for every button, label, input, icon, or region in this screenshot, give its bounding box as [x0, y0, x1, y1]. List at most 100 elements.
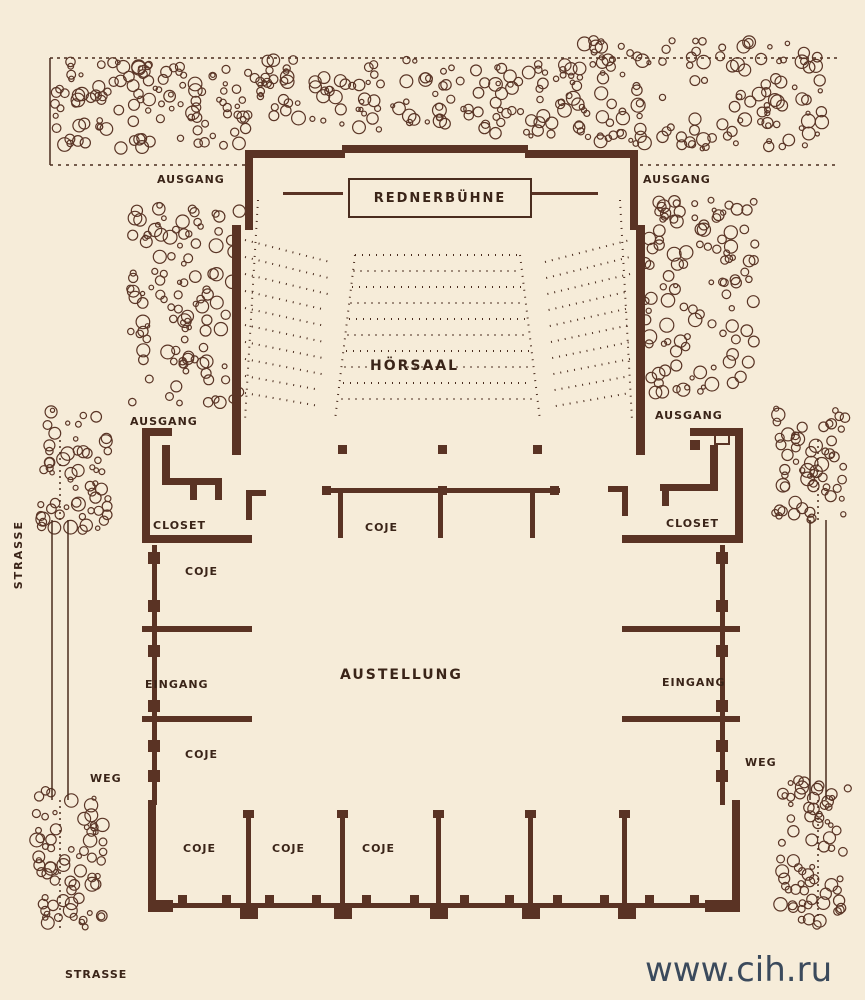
- tree-leaf: [179, 278, 189, 288]
- tree-leaf: [691, 200, 699, 208]
- tree-leaf: [744, 95, 757, 108]
- seat-row-left: [244, 239, 331, 263]
- tree-leaf: [701, 143, 710, 152]
- tree-leaf: [797, 904, 806, 914]
- tree-leaf: [231, 84, 242, 94]
- pier: [334, 905, 352, 919]
- pier: [716, 645, 728, 657]
- tree-leaf: [730, 202, 744, 216]
- tree-leaf: [814, 114, 830, 130]
- tree-leaf: [645, 307, 652, 314]
- tree-leaf: [717, 277, 727, 287]
- tree-leaf: [694, 309, 705, 320]
- tree-leaf: [431, 102, 447, 118]
- tree-leaf: [47, 899, 59, 912]
- tree-leaf: [688, 112, 702, 126]
- tree-leaf: [790, 442, 801, 453]
- tree-leaf: [114, 141, 128, 155]
- piers-and-partitions: [142, 445, 740, 919]
- tree-leaf: [103, 87, 112, 96]
- tree-leaf: [49, 407, 56, 413]
- tree-leaf: [608, 55, 617, 64]
- tree-leaf: [36, 521, 47, 532]
- tree-leaf: [828, 794, 836, 802]
- tree-leaf: [557, 58, 572, 72]
- tree-leaf: [524, 114, 538, 127]
- tree-leaf: [46, 503, 57, 515]
- pier: [553, 895, 562, 904]
- tree-leaf: [696, 240, 704, 249]
- tree-leaf: [133, 213, 147, 227]
- tree-leaf: [654, 235, 665, 245]
- tree-leaf: [576, 127, 585, 136]
- tree-leaf: [176, 279, 183, 285]
- pier: [716, 552, 728, 564]
- tree-leaf: [652, 195, 666, 209]
- tree-leaf: [791, 431, 800, 441]
- aisle-right: [519, 254, 541, 421]
- tree-leaf: [29, 832, 45, 848]
- tree-leaf: [815, 105, 828, 118]
- tree-leaf: [279, 104, 292, 117]
- tree-leaf: [188, 83, 203, 98]
- tree-leaf: [595, 110, 610, 124]
- tree-leaf: [688, 304, 698, 315]
- tree-leaf: [507, 105, 517, 116]
- tree-leaf: [633, 122, 647, 136]
- tree-leaf: [478, 121, 491, 135]
- tree-leaf: [521, 65, 536, 80]
- tree-leaf: [797, 880, 805, 888]
- tree-leaf: [644, 339, 654, 349]
- tree-leaf: [128, 135, 140, 146]
- tree-leaf: [779, 56, 787, 64]
- tree-leaf: [595, 56, 609, 69]
- tree-leaf: [786, 854, 801, 868]
- pier: [222, 895, 231, 904]
- tree-leaf: [764, 109, 771, 117]
- tree-leaf: [137, 325, 149, 338]
- tree-leaf: [239, 122, 252, 135]
- tree-leaf: [155, 114, 165, 124]
- tree-foliage: [29, 35, 852, 931]
- tree-leaf: [824, 490, 837, 503]
- tree-leaf: [279, 69, 295, 85]
- tree-leaf: [190, 102, 202, 113]
- tree-leaf: [72, 484, 79, 491]
- tree-leaf: [279, 76, 289, 86]
- tree-leaf: [687, 140, 697, 149]
- tree-leaf: [666, 246, 682, 262]
- tree-leaf: [176, 399, 183, 407]
- tree-leaf: [280, 74, 295, 90]
- tree-leaf: [348, 81, 357, 91]
- tree-leaf: [181, 352, 195, 366]
- tree-leaf: [693, 365, 708, 380]
- tree-leaf: [803, 455, 819, 471]
- tree-leaf: [209, 132, 217, 140]
- tree-leaf: [813, 74, 826, 87]
- seat-row-edge: [244, 199, 259, 421]
- tree-leaf: [180, 260, 187, 267]
- tree-leaf: [697, 388, 704, 395]
- tree-leaf: [320, 117, 327, 124]
- tree-leaf: [793, 863, 803, 873]
- tree-leaf: [688, 124, 700, 136]
- tree-leaf: [676, 382, 691, 397]
- tree-leaf: [732, 140, 739, 147]
- tree-leaf: [220, 87, 228, 95]
- tree-leaf: [91, 795, 97, 801]
- tree-leaf: [651, 366, 666, 381]
- tree-leaf: [41, 914, 49, 921]
- tree-leaf: [769, 73, 782, 85]
- tree-leaf: [557, 102, 572, 118]
- tree-leaf: [135, 314, 151, 330]
- booth-partition: [622, 716, 740, 722]
- tree-leaf: [169, 357, 178, 366]
- tree-leaf: [804, 506, 816, 518]
- tree-leaf: [169, 63, 179, 73]
- tree-leaf: [812, 913, 827, 928]
- tree-leaf: [52, 809, 58, 816]
- tree-leaf: [369, 60, 379, 70]
- tree-leaf: [779, 463, 791, 476]
- tree-leaf: [308, 75, 322, 89]
- tree-leaf: [43, 439, 56, 452]
